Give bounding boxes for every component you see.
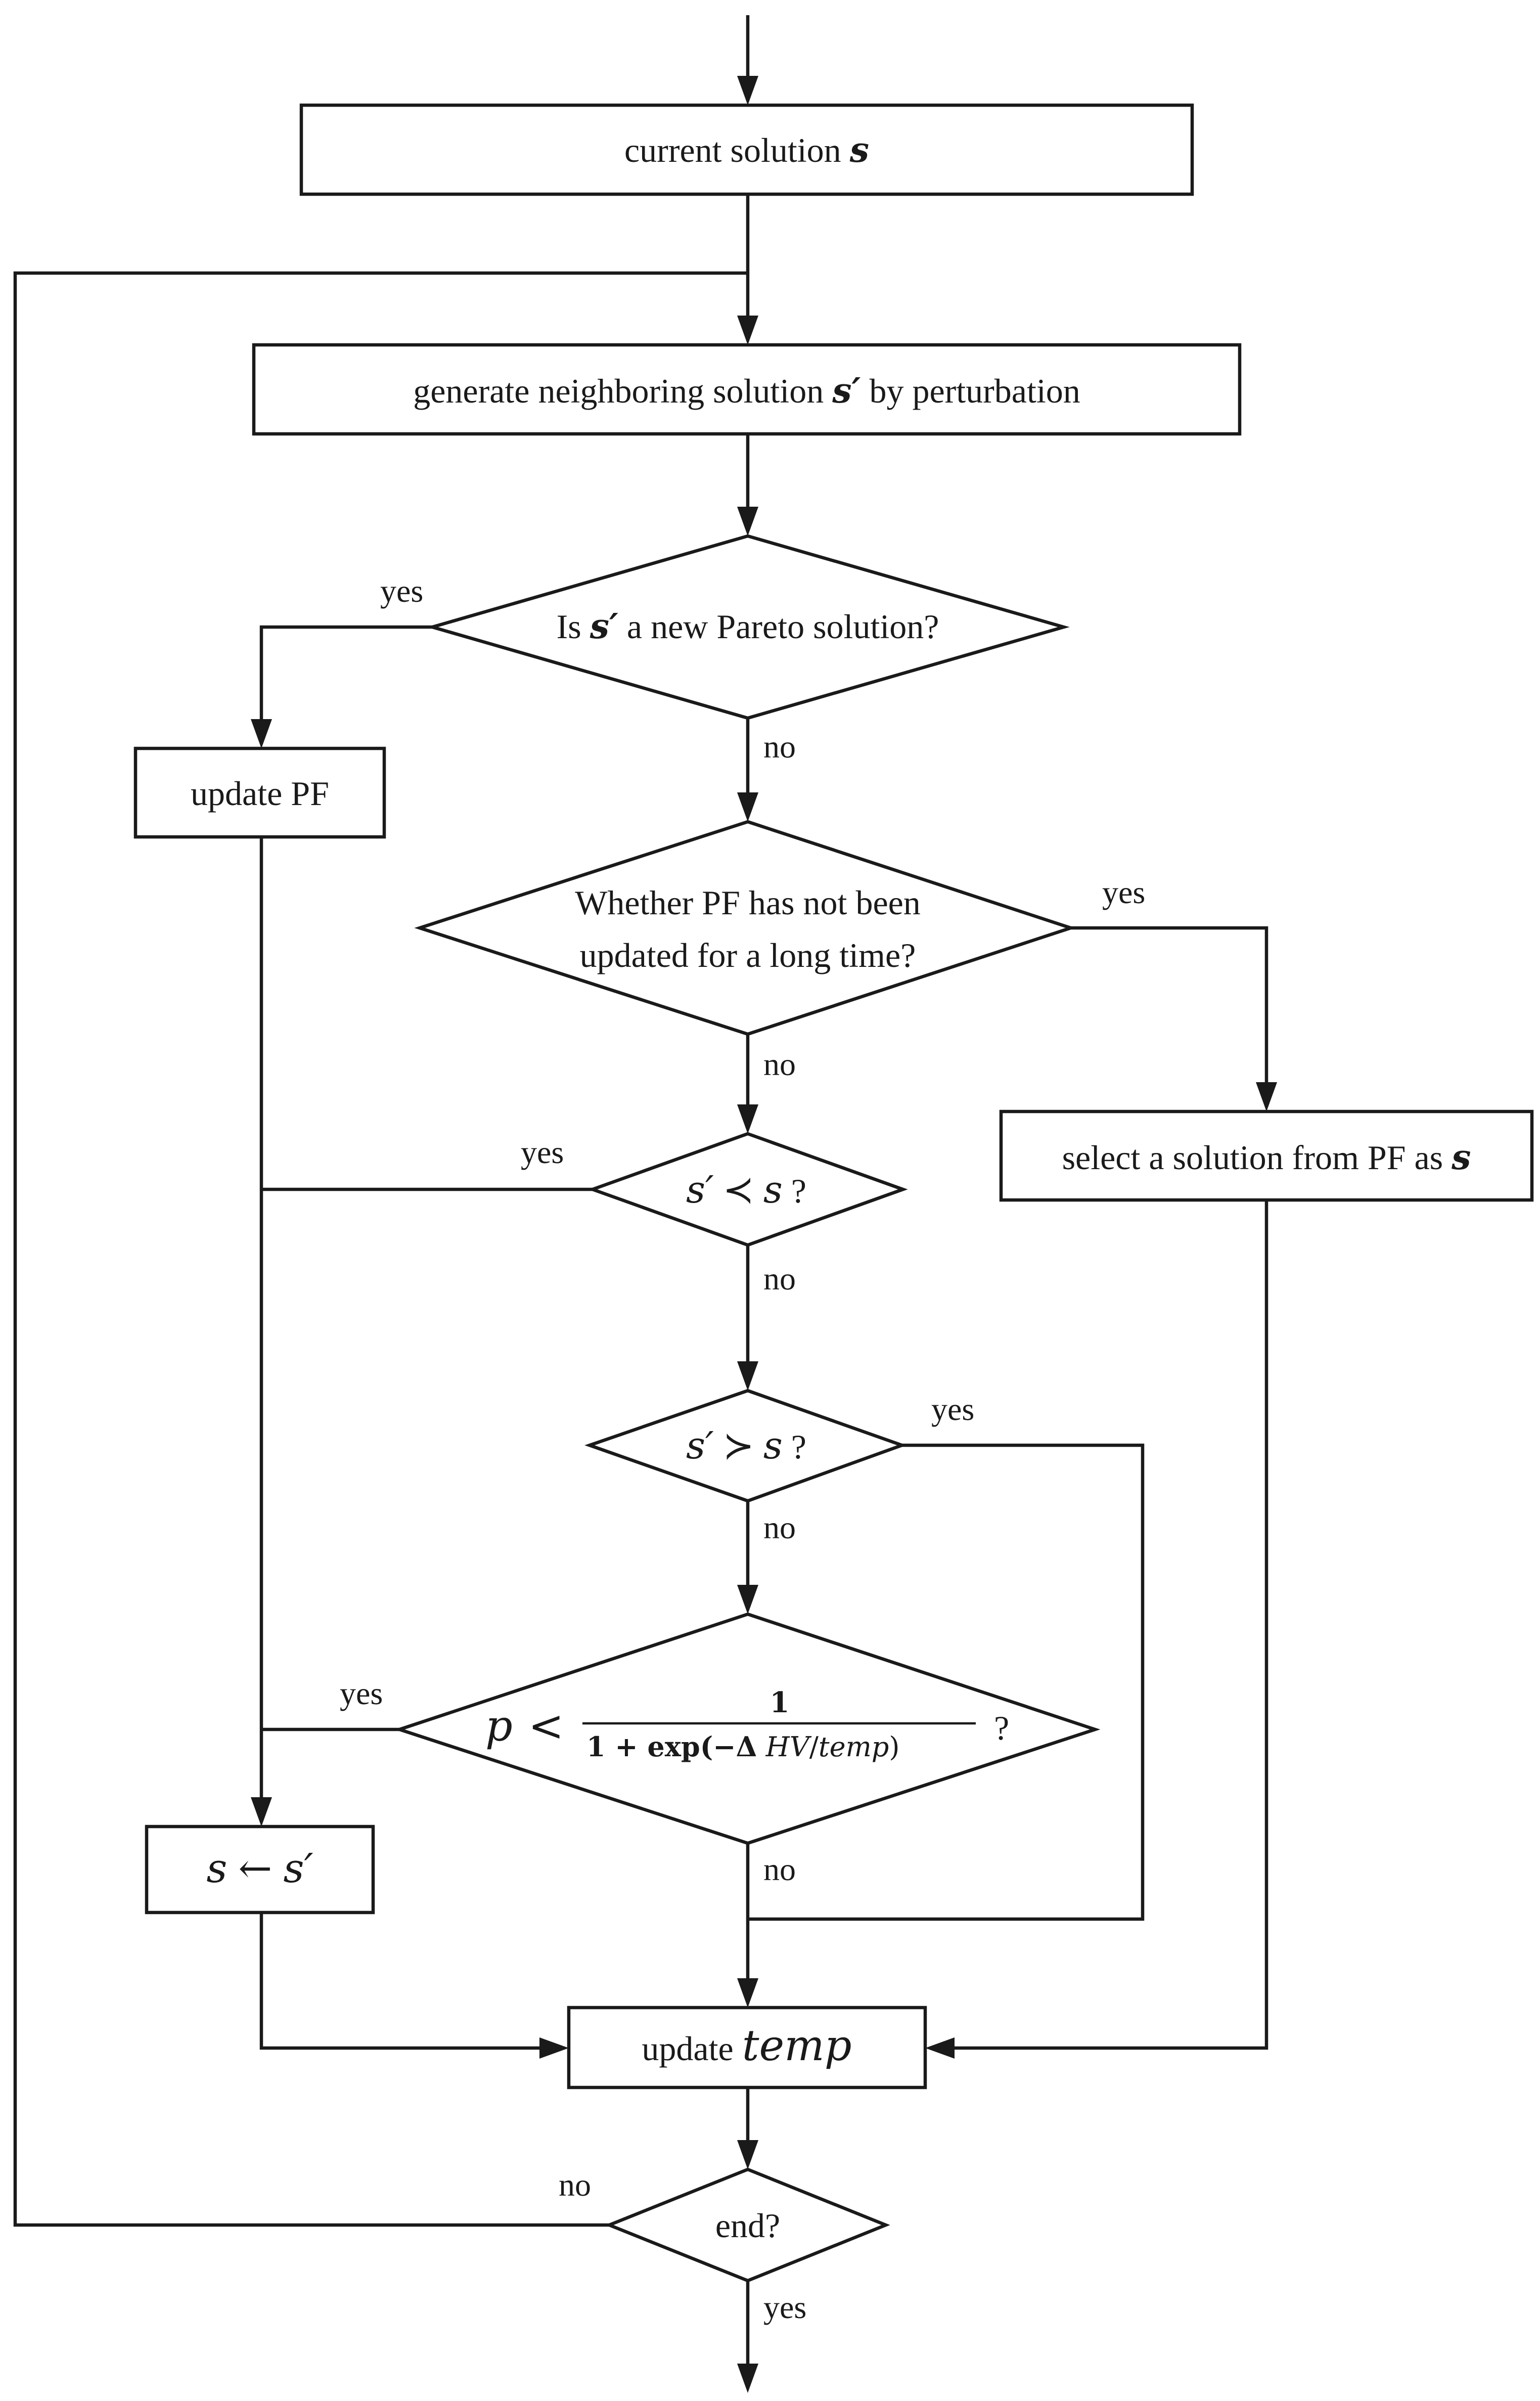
- select-from-pf-label: select a solution from PF as: [1062, 1138, 1452, 1177]
- pareto-yes-label: yes: [380, 573, 423, 609]
- edge-labels: yes no yes no yes no yes no yes no no ye…: [340, 573, 1145, 2325]
- domd-no-arrowhead: [737, 1585, 758, 1614]
- current-solution-var: s: [849, 130, 869, 170]
- dominates-left: s′: [686, 1168, 714, 1212]
- generate-neighbor-var: s′: [832, 371, 860, 411]
- pareto-yes-arrowhead: [251, 719, 272, 748]
- end-yes-label: yes: [763, 2289, 806, 2325]
- end-no-loop-line: [13, 271, 748, 2227]
- pareto-no-label: no: [763, 729, 796, 765]
- dom-no-arrowhead: [737, 1361, 758, 1391]
- current-solution-box: current solution s: [299, 103, 1194, 196]
- end-label: end?: [715, 2206, 780, 2245]
- connectors: [13, 15, 1277, 2393]
- generate-neighbor-box: generate neighboring solution s′ by pert…: [252, 343, 1242, 436]
- update-pf-box: update PF: [133, 746, 386, 839]
- pf-stale-label-line1: Whether PF has not been: [575, 883, 921, 922]
- entry-arrowhead: [737, 76, 758, 105]
- update-pf-label: update PF: [191, 774, 329, 813]
- prob-slash: /: [809, 1731, 819, 1763]
- domd-yes-label: yes: [931, 1391, 974, 1427]
- select-from-pf-var: s: [1451, 1137, 1471, 1178]
- dominates-right: s: [763, 1168, 783, 1212]
- dominates-decision-diamond: s′≺s ?: [587, 1132, 908, 1247]
- dominates-op: ≺: [723, 1168, 754, 1212]
- svg-text:current solution s: current solution s: [624, 130, 869, 170]
- svg-text:generate neighboring solution: generate neighboring solution s′ by pert…: [413, 371, 1080, 411]
- dominated-q: ?: [783, 1428, 806, 1466]
- update-temp-label: update: [642, 2029, 742, 2068]
- prob-denominator-a: 1 + exp(−: [586, 1730, 736, 1763]
- svg-text:select a solution from PF as s: select a solution from PF as s: [1062, 1137, 1471, 1178]
- generate-neighbor-label-a: generate neighboring solution: [413, 372, 832, 410]
- select-to-temp-arrowhead: [925, 2037, 955, 2059]
- svg-text:s′≻s ?: s′≻s ?: [686, 1424, 806, 1468]
- update-temp-box: update temp: [567, 2006, 927, 2089]
- end-decision-diamond: end?: [605, 2167, 890, 2283]
- dominated-right: s: [763, 1424, 783, 1468]
- domd-no-label: no: [763, 1509, 796, 1545]
- prob-delta: Δ: [736, 1730, 757, 1763]
- svg-text:s←s′: s←s′: [206, 1845, 313, 1892]
- current-to-generate-arrowhead: [737, 316, 758, 345]
- assign-to-temp-arrowhead: [539, 2037, 569, 2059]
- prob-p: p: [485, 1701, 513, 1751]
- pareto-label-b: a new Pareto solution?: [618, 607, 939, 646]
- prob-hv: HV: [757, 1731, 811, 1763]
- pf-stale-label-line2: updated for a long time?: [580, 936, 916, 974]
- dom-no-label: no: [763, 1261, 796, 1297]
- pareto-decision-diamond: Is s′ a new Pareto solution?: [426, 534, 1070, 720]
- prob-no-label: no: [763, 1851, 796, 1887]
- svg-text:1 + exp(−Δ HV/temp): 1 + exp(−Δ HV/temp): [586, 1730, 899, 1763]
- assign-right: s′: [283, 1845, 313, 1892]
- prob-temp: temp: [819, 1731, 889, 1763]
- pareto-yes-line: [259, 625, 432, 723]
- dominates-q: ?: [783, 1172, 806, 1210]
- pareto-label-a: Is: [557, 607, 590, 646]
- pareto-no-arrowhead: [737, 792, 758, 822]
- assign-to-temp-line: [259, 1911, 543, 2050]
- domd-yes-line: [748, 1443, 1145, 1921]
- prob-close: ): [889, 1731, 899, 1763]
- end-no-label: no: [559, 2167, 591, 2203]
- pareto-var: s′: [590, 606, 618, 647]
- select-to-temp-line: [950, 1200, 1269, 2050]
- prob-no-arrowhead: [737, 1978, 758, 2008]
- exit-arrowhead: [737, 2364, 758, 2393]
- dominated-decision-diamond: s′≻s ?: [584, 1389, 907, 1503]
- pf-yes-arrowhead: [1256, 1082, 1277, 1111]
- pf-no-arrowhead: [737, 1104, 758, 1134]
- prob-lt: <: [528, 1701, 564, 1751]
- assign-left: s: [206, 1845, 227, 1892]
- to-assign-arrowhead: [251, 1797, 272, 1827]
- pf-yes-label: yes: [1102, 874, 1145, 910]
- prob-q: ?: [994, 1709, 1009, 1747]
- probability-decision-diamond: p < 1 1 + exp(−Δ HV/temp) ?: [394, 1612, 1101, 1845]
- current-solution-label: current solution: [624, 131, 850, 169]
- prob-yes-label: yes: [340, 1675, 383, 1711]
- dom-yes-label: yes: [521, 1134, 564, 1170]
- pf-no-label: no: [763, 1046, 796, 1082]
- dominated-op: ≻: [723, 1424, 754, 1468]
- generate-to-pareto-arrowhead: [737, 507, 758, 536]
- select-from-pf-box: select a solution from PF as s: [999, 1109, 1534, 1202]
- generate-neighbor-label-b: by perturbation: [860, 372, 1080, 410]
- assign-box: s←s′: [145, 1825, 375, 1915]
- pf-yes-line: [1071, 926, 1269, 1086]
- svg-text:update temp: update temp: [642, 2021, 851, 2070]
- svg-text:Is s′ a new Pareto solution?: Is s′ a new Pareto solution?: [557, 606, 939, 647]
- assign-arrow: ←: [238, 1845, 272, 1892]
- update-temp-var: temp: [742, 2021, 852, 2070]
- dominated-left: s′: [686, 1424, 714, 1468]
- pf-stale-decision-diamond: Whether PF has not been updated for a lo…: [414, 820, 1076, 1036]
- temp-to-end-arrowhead: [737, 2140, 758, 2169]
- prob-numerator: 1: [770, 1686, 790, 1719]
- svg-text:s′≺s ?: s′≺s ?: [686, 1168, 806, 1212]
